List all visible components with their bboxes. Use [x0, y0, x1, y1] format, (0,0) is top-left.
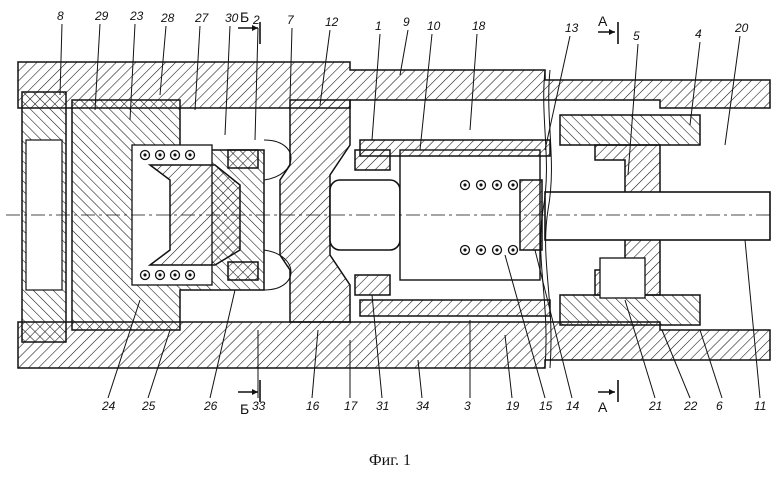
- part-label: 12: [325, 15, 339, 29]
- part-label: 24: [101, 399, 116, 413]
- spring-coil: [143, 273, 146, 276]
- part-label: 26: [203, 399, 218, 413]
- part-label: 29: [94, 9, 109, 23]
- part-label: 5: [633, 29, 640, 43]
- part-label: 21: [648, 399, 662, 413]
- part-label: 16: [306, 399, 320, 413]
- part-label: 27: [194, 11, 210, 25]
- spring-coil: [188, 153, 191, 156]
- left-end-cap: [22, 92, 66, 342]
- spring-coil: [495, 248, 498, 251]
- spring-coil: [479, 248, 482, 251]
- part-label: 2: [252, 13, 260, 27]
- svg-text:А: А: [598, 399, 608, 415]
- spring-coil: [511, 183, 514, 186]
- spring-coil: [463, 248, 466, 251]
- part-label: 17: [344, 399, 359, 413]
- svg-text:Б: Б: [240, 401, 249, 417]
- part-label: 22: [683, 399, 698, 413]
- part-label: 8: [57, 9, 64, 23]
- spring-coil: [158, 273, 161, 276]
- part-label: 20: [734, 21, 749, 35]
- svg-text:А: А: [598, 13, 608, 29]
- part-label: 7: [287, 13, 295, 27]
- part-label: 1: [375, 19, 382, 33]
- spring-coil: [511, 248, 514, 251]
- output-rod: [545, 192, 770, 240]
- part-label: 10: [427, 19, 441, 33]
- central-piston: [330, 150, 540, 295]
- part-label: 6: [716, 399, 723, 413]
- part-label: 14: [566, 399, 580, 413]
- part-label: 13: [565, 21, 579, 35]
- part-label: 33: [252, 399, 266, 413]
- spring-coil: [143, 153, 146, 156]
- part-label: 3: [464, 399, 471, 413]
- spring-coil: [173, 273, 176, 276]
- part-label: 18: [472, 19, 486, 33]
- part-label: 4: [695, 27, 702, 41]
- spring-coil: [479, 183, 482, 186]
- spring-coil: [463, 183, 466, 186]
- part-label: 11: [754, 399, 766, 413]
- part-label: 31: [376, 399, 389, 413]
- part-label: 9: [403, 15, 410, 29]
- spring-coil: [188, 273, 191, 276]
- spring-coil: [495, 183, 498, 186]
- section-mark-a-top: А: [598, 13, 618, 44]
- leader-line: [745, 240, 760, 398]
- part-label: 25: [141, 399, 156, 413]
- part-label: 28: [160, 11, 175, 25]
- svg-text:Б: Б: [240, 9, 249, 25]
- part-label: 19: [506, 399, 520, 413]
- part-label: 30: [225, 11, 239, 25]
- spring-coil: [173, 153, 176, 156]
- section-mark-a-bottom: А: [598, 380, 618, 415]
- part-label: 15: [539, 399, 553, 413]
- figure-caption: Фиг. 1: [0, 452, 780, 470]
- part-label: 34: [416, 399, 430, 413]
- spring-coil: [158, 153, 161, 156]
- part-label: 23: [129, 9, 144, 23]
- leader-line: [400, 30, 408, 75]
